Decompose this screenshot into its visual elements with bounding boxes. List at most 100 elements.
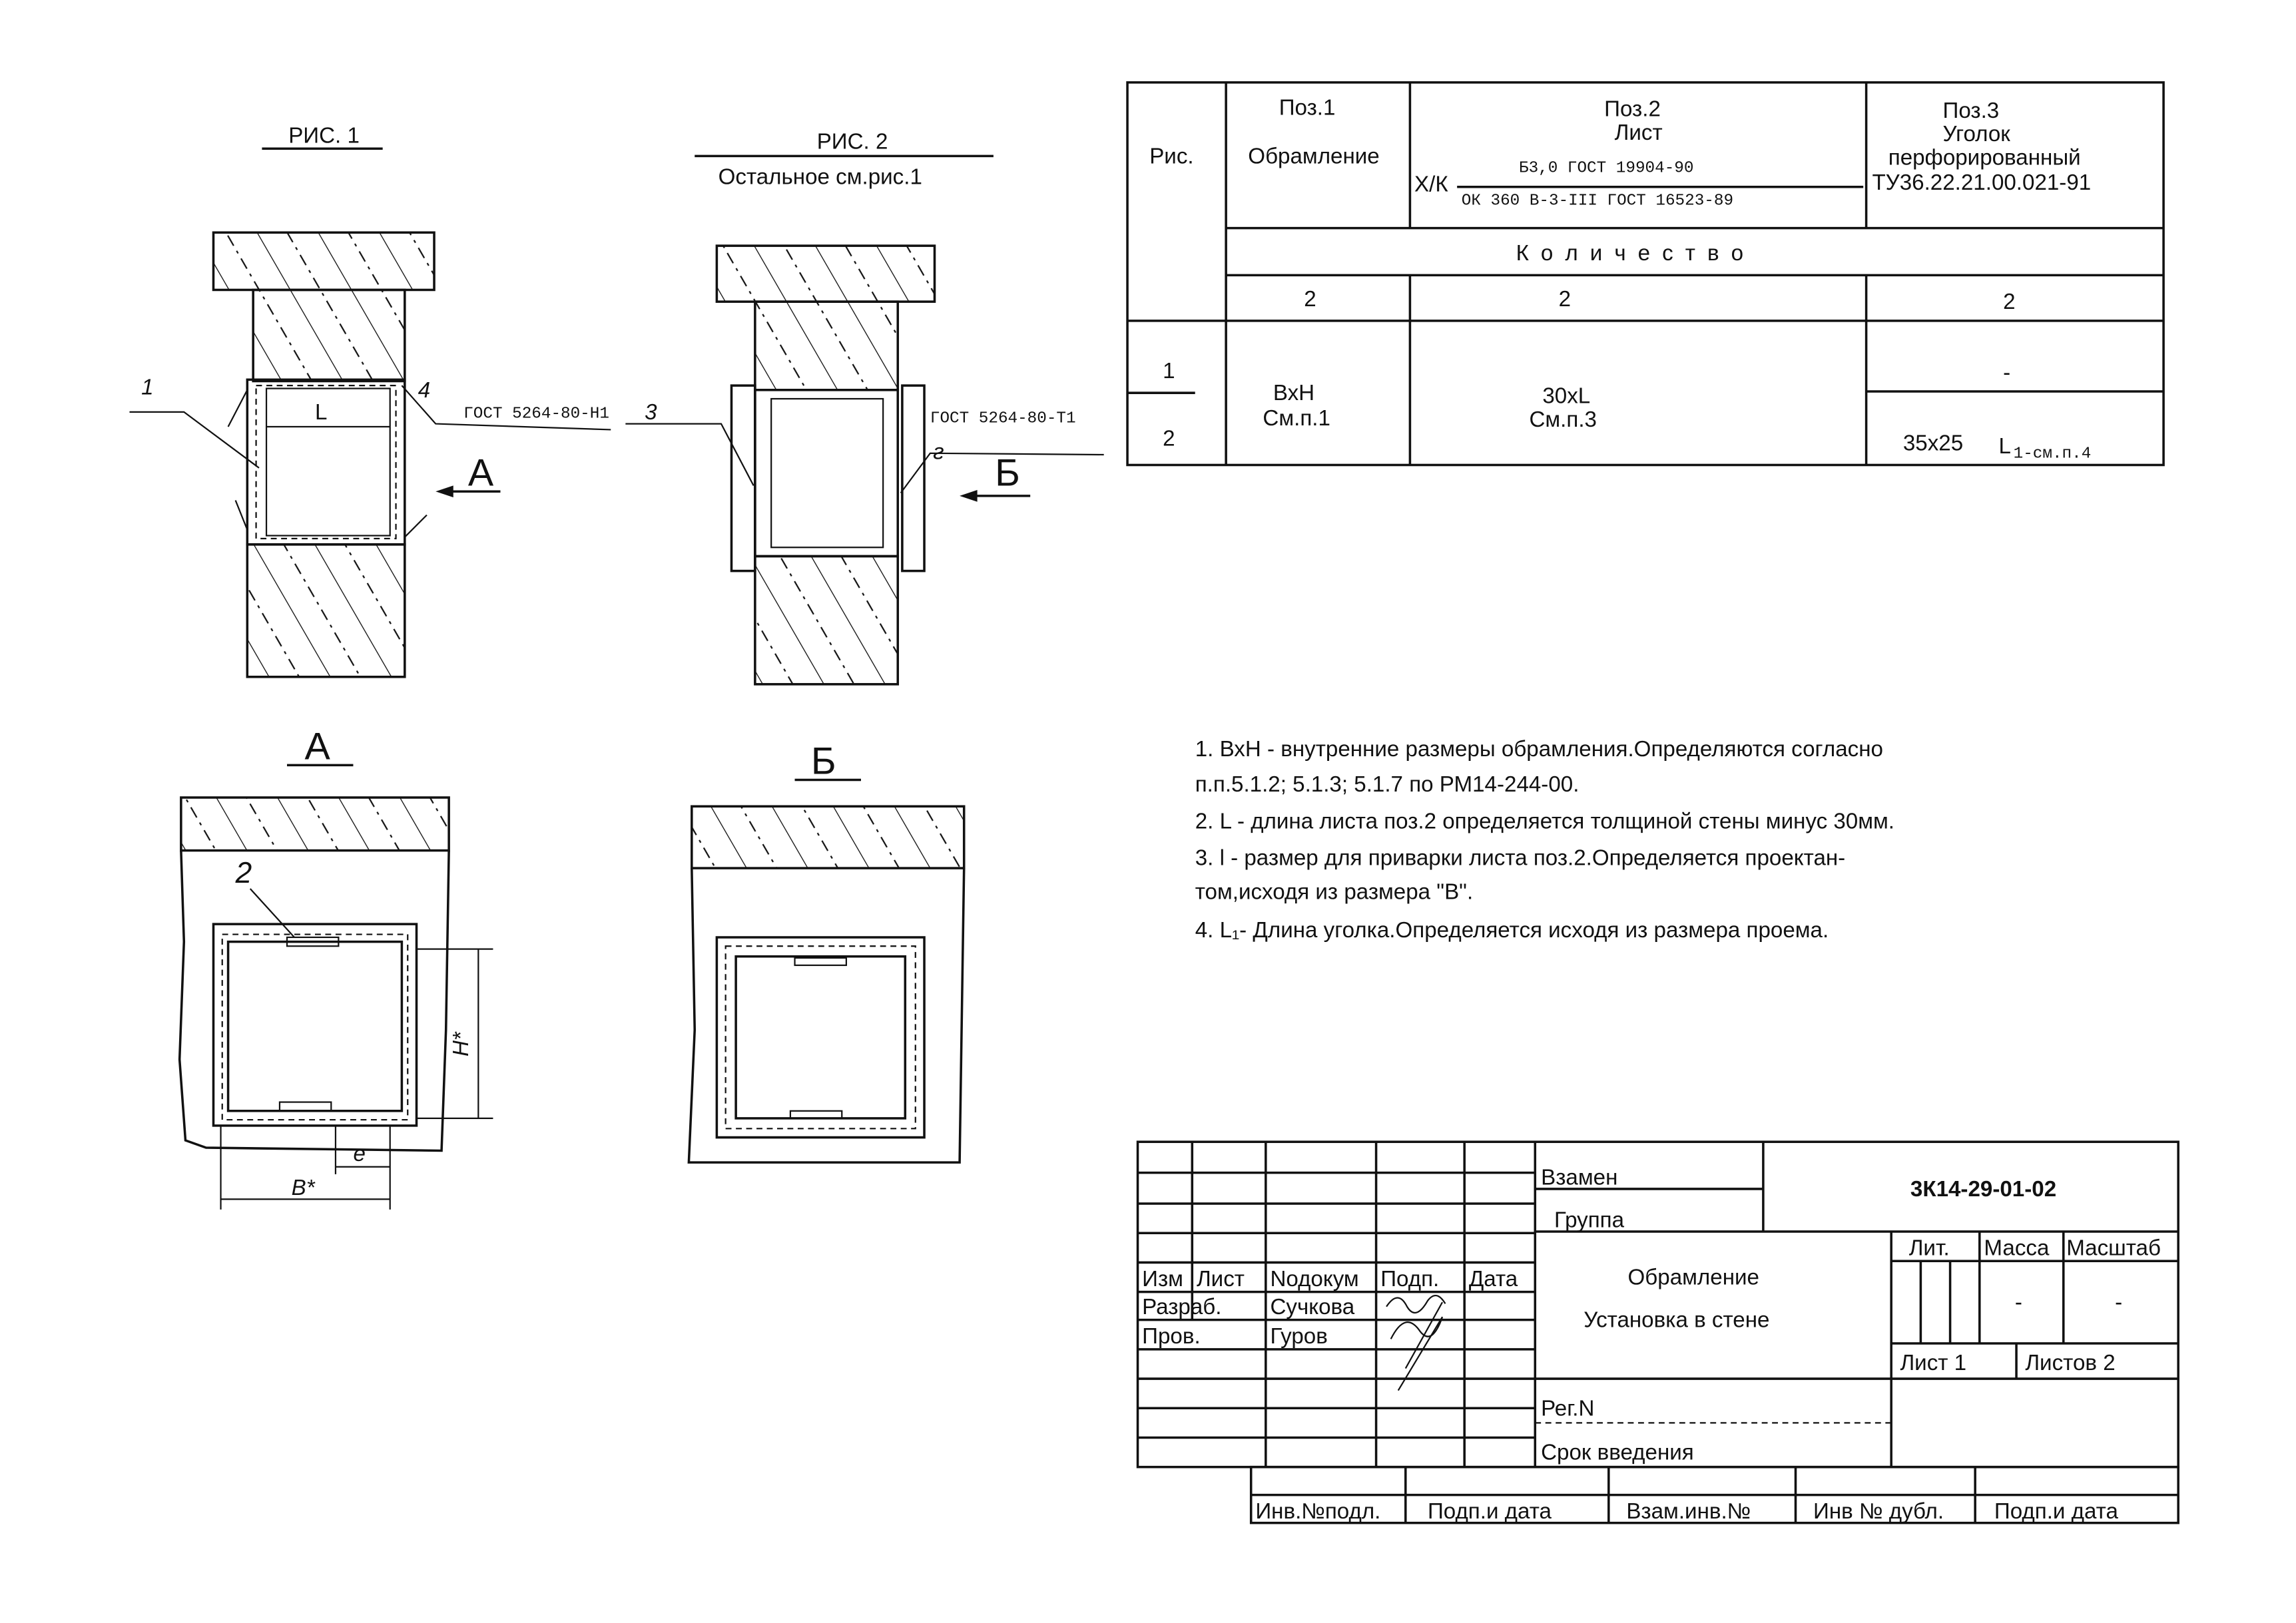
- fig2-frame: [754, 388, 900, 558]
- note-line: 3. l - размер для приварки листа поз.2.О…: [1195, 846, 1846, 871]
- row-fig2: 2: [1163, 427, 1175, 451]
- fig1-title: РИС. 1: [288, 123, 360, 148]
- view-b-sheet-top: [794, 957, 848, 967]
- fig1-leader-weld: [401, 385, 611, 431]
- pos2-title: Поз.2: [1604, 97, 1661, 122]
- group-label: Группа: [1554, 1208, 1625, 1232]
- view-b-wall-top: [691, 805, 966, 869]
- header-list: Лист: [1197, 1267, 1245, 1291]
- pos3-fig2: 35х25: [1903, 431, 1963, 455]
- fig1-frame-sheet: [255, 385, 397, 540]
- view-b-wall-outline: [687, 868, 966, 1164]
- dim-H: Н*: [449, 1031, 473, 1056]
- qty-pos3: 2: [2003, 290, 2015, 314]
- dim-B: В*: [292, 1176, 316, 1200]
- pos1-ref: См.п.1: [1263, 406, 1330, 431]
- spec-table-border: [1126, 81, 2165, 467]
- pos3-title: Поз.3: [1943, 99, 2000, 123]
- fig1-weld-tick: [227, 389, 248, 427]
- fig1-frame: [246, 378, 406, 546]
- fig2-weld-standard: ГОСТ 5264-80-Т1: [930, 409, 1076, 427]
- pos2-denominator: ОК 360 В-3-III ГОСТ 16523-89: [1462, 192, 1733, 210]
- view-a-sheet-top: [286, 936, 340, 947]
- pos2-numerator: Б3,0 ГОСТ 19904-90: [1519, 160, 1693, 178]
- quantity-header: К о л и ч е с т в о: [1516, 241, 1747, 266]
- pos3-fig1: -: [2003, 360, 2010, 385]
- pos2-value: 30хL: [1542, 384, 1590, 409]
- fig1-wall-upper: [252, 288, 406, 383]
- view-b-sheet-outline: [724, 945, 916, 1130]
- arrow-left-icon: [960, 490, 978, 502]
- pos2-ref: См.п.3: [1529, 407, 1597, 432]
- pos1-name: Обрамление: [1248, 144, 1379, 168]
- bottom-sign-date-2: Подп.и дата: [1994, 1499, 2119, 1524]
- fig1-leader-1: [129, 411, 260, 469]
- view-a-label-2: 2: [235, 857, 252, 889]
- view-b-sheet-bottom: [789, 1110, 843, 1119]
- header-sign: Подп.: [1380, 1267, 1439, 1291]
- pos3-fig2-length-sub: 1-см.п.4: [2014, 445, 2092, 463]
- header-izm: Изм: [1142, 1267, 1183, 1291]
- lit-label: Лит.: [1909, 1236, 1950, 1260]
- pos3-standard: ТУ36.22.21.00.021-91: [1872, 170, 2091, 195]
- replaces-label: Взамен: [1541, 1165, 1617, 1190]
- developed-label: Разраб.: [1142, 1295, 1221, 1319]
- effective-date-label: Срок введения: [1541, 1441, 1694, 1465]
- pos3-fig2-length: L: [1999, 434, 2011, 459]
- title-line1: Обрамление: [1628, 1266, 1759, 1290]
- figure-1: РИС. 1 L 1 4 ГОСТ 5264-80-Н1 А: [129, 123, 611, 678]
- view-a-sheet-outline: [221, 933, 409, 1121]
- fig1-label-4: 4: [418, 378, 430, 403]
- pos3-name2: перфорированный: [1888, 146, 2081, 170]
- qty-pos2: 2: [1559, 287, 1571, 312]
- signature: [1386, 1295, 1446, 1391]
- bottom-dup-inv: Инв № дубл.: [1813, 1499, 1944, 1524]
- title-block: Взамен Группа 3К14-29-01-02 Изм Лист Nод…: [1136, 1140, 2179, 1524]
- reg-label: Рег.N: [1541, 1396, 1594, 1421]
- fig2-leader-3: [625, 423, 754, 486]
- fig2-note: Остальное см.рис.1: [718, 164, 922, 189]
- pos1-value: ВхН: [1273, 381, 1314, 405]
- note-line: 1. ВхН - внутренние размеры обрамления.О…: [1195, 737, 1883, 762]
- pos3-name: Уголок: [1943, 122, 2011, 146]
- arrow-left-icon: [435, 485, 453, 498]
- note-line: п.п.5.1.2; 5.1.3; 5.1.7 по РМ14-244-00.: [1195, 772, 1579, 797]
- fig1-weld-standard: ГОСТ 5264-80-Н1: [463, 405, 609, 423]
- sheet-number: Лист 1: [1900, 1351, 1966, 1375]
- scale-label: Масштаб: [2066, 1236, 2161, 1260]
- view-a-title: А: [305, 726, 331, 768]
- bottom-replace-inv: Взам.инв.№: [1626, 1499, 1751, 1524]
- bottom-inv-orig: Инв.№подл.: [1255, 1499, 1380, 1524]
- fig2-label-weld: г: [933, 440, 944, 465]
- fig1-view-A-label: А: [468, 451, 494, 494]
- fig2-slab: [715, 244, 936, 303]
- mass-label: Масса: [1984, 1236, 2050, 1260]
- fig2-opening: [770, 397, 884, 549]
- fig1-slab: [212, 231, 435, 292]
- figure-2: РИС. 2 Остальное см.рис.1 3 ГОСТ 5264-80…: [625, 129, 1104, 686]
- bottom-sign-date: Подп.и дата: [1428, 1499, 1552, 1524]
- view-a-sheet-bottom: [278, 1101, 332, 1112]
- fig1-dim-L: L: [315, 400, 327, 425]
- fig2-label-3: 3: [645, 400, 657, 425]
- view-a-wall-top: [180, 796, 450, 852]
- pos2-prefix: Х/К: [1414, 172, 1448, 196]
- note-line: 2. L - длина листа поз.2 определяется то…: [1195, 809, 1894, 833]
- pos1-title: Поз.1: [1279, 95, 1336, 120]
- view-b: Б: [687, 740, 966, 1164]
- header-ndoc: Nодокум: [1270, 1267, 1358, 1291]
- note-line: 4. L₁- Длина уголка.Определяется исходя …: [1195, 918, 1829, 943]
- view-b-title: Б: [811, 740, 836, 783]
- fig2-leader-weld: [900, 452, 1104, 494]
- qty-pos1: 2: [1304, 287, 1316, 312]
- fig1-wall-lower: [246, 543, 406, 678]
- col-fig: Рис.: [1149, 144, 1193, 168]
- designation: 3К14-29-01-02: [1910, 1177, 2056, 1202]
- left-grid: [1137, 1142, 1537, 1467]
- view-a-frame: [212, 923, 418, 1127]
- pos2-name: Лист: [1615, 120, 1663, 145]
- developed-name: Сучкова: [1270, 1295, 1354, 1319]
- notes: 1. ВхН - внутренние размеры обрамления.О…: [1195, 737, 1894, 943]
- view-b-frame: [715, 936, 926, 1139]
